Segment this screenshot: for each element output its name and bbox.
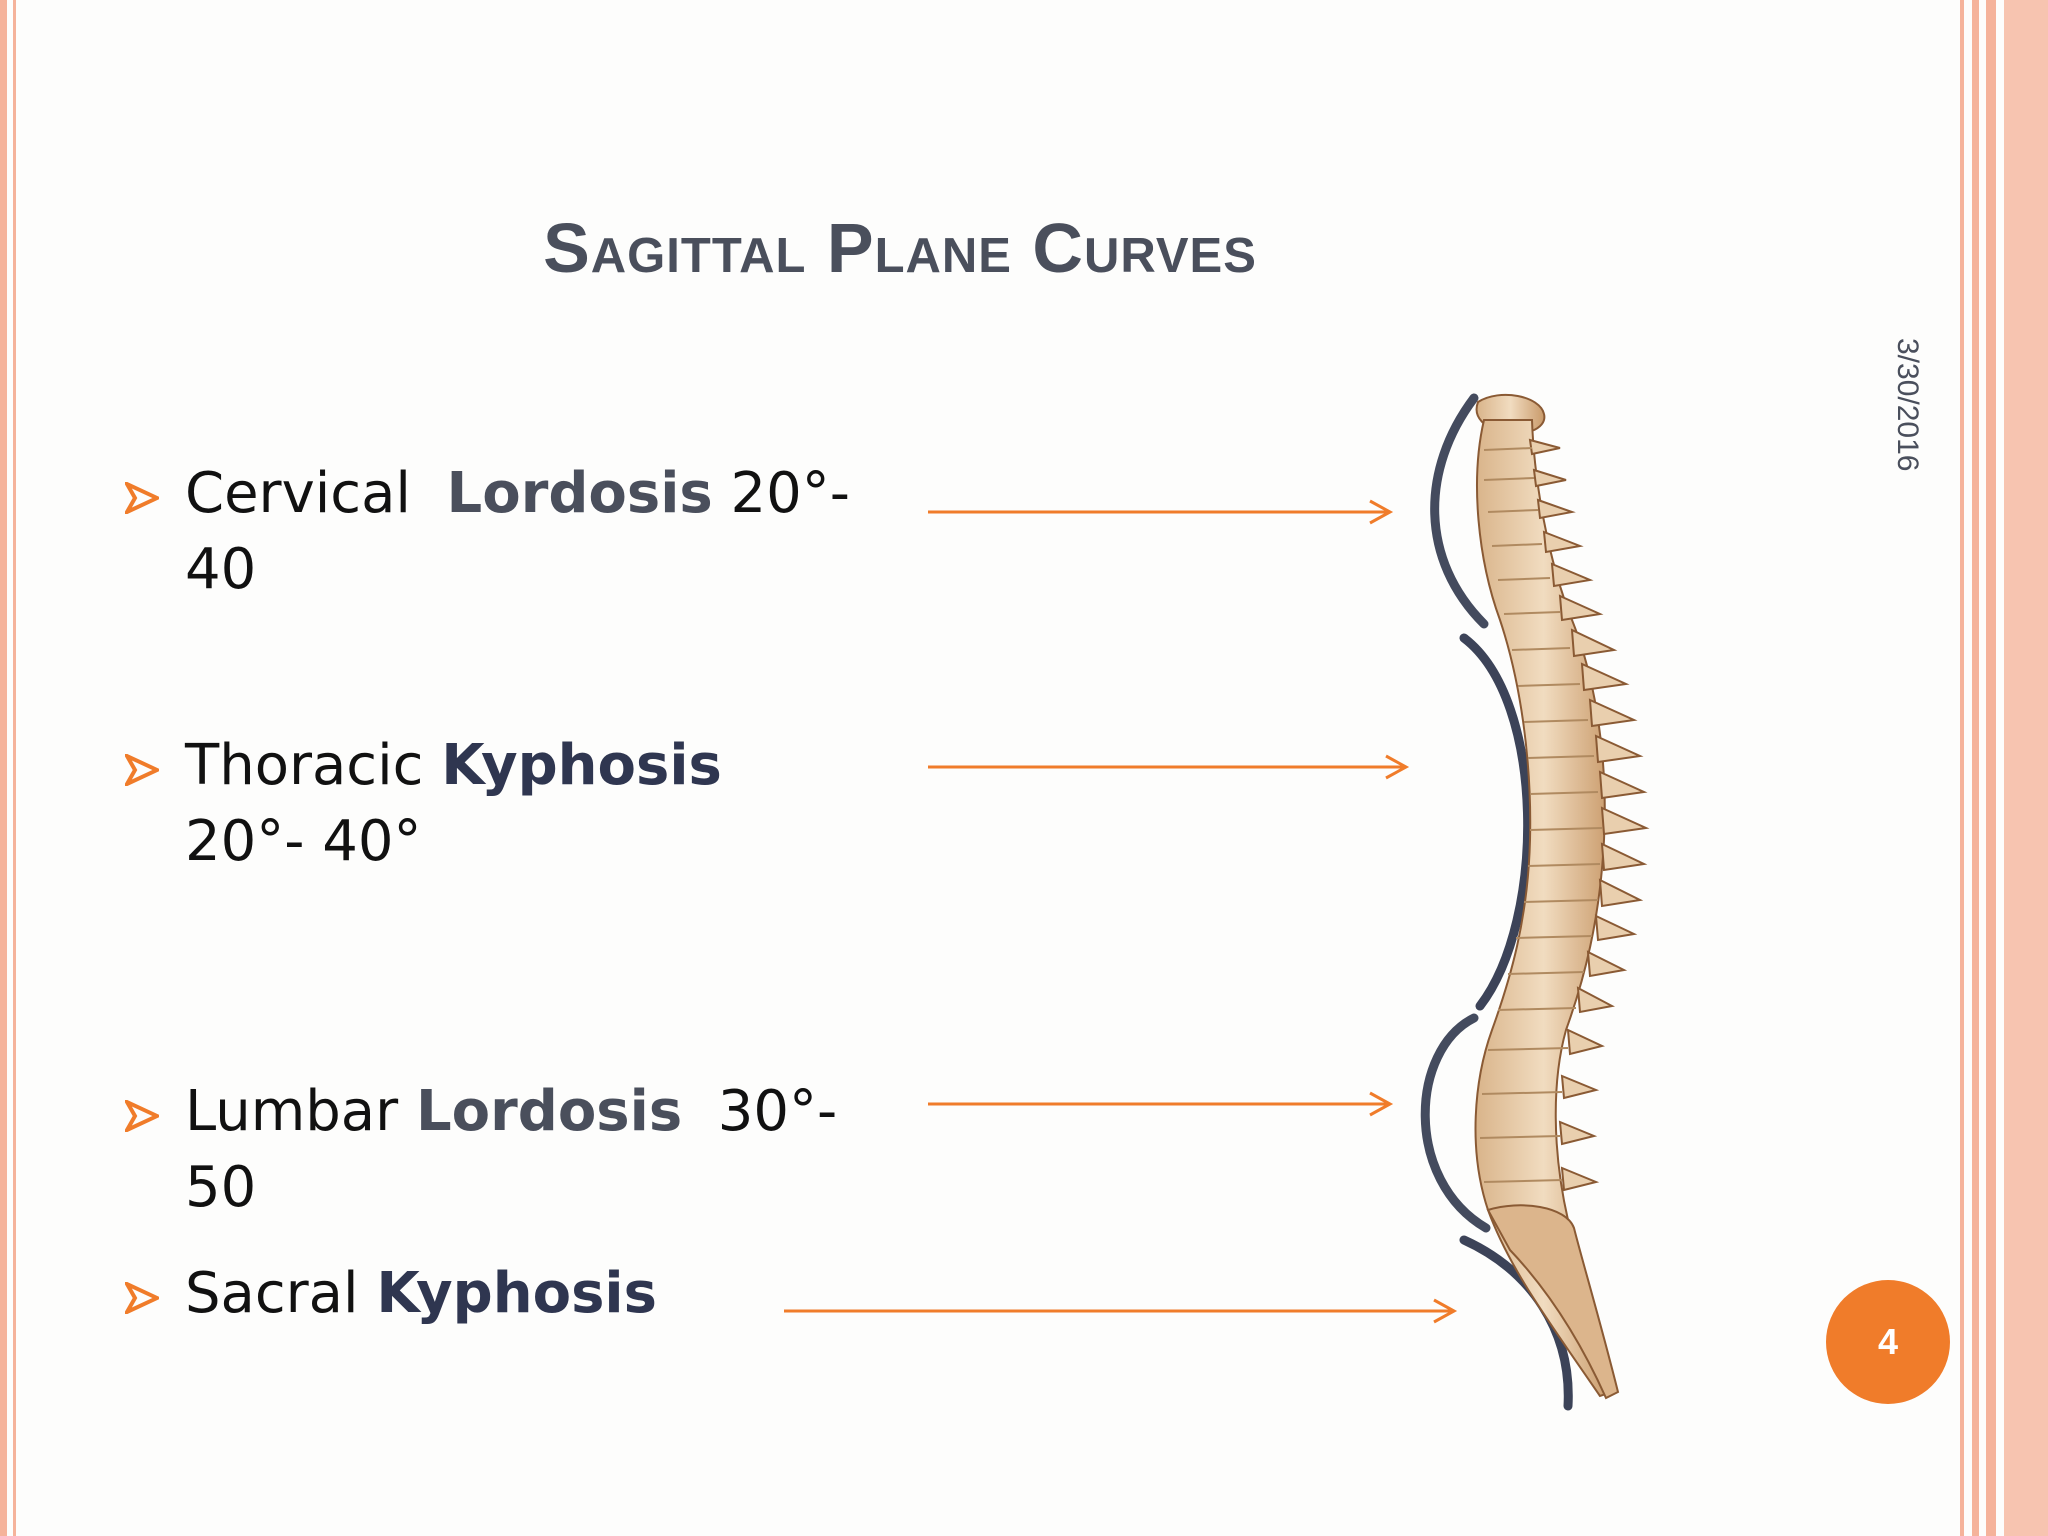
bullet-text: Cervical Lordosis 20°- 40 <box>185 456 925 608</box>
right-border-stripe <box>1960 0 1964 1536</box>
arrowhead-bullet-icon <box>125 482 159 514</box>
spine-illustration <box>1474 393 1650 1400</box>
right-border-stripe <box>1986 0 1996 1536</box>
bullet-prefix: Thoracic <box>185 733 442 798</box>
bullet-term: Kyphosis <box>376 1261 657 1326</box>
pointer-arrow-sacral <box>784 1298 1458 1324</box>
right-border-stripe <box>1972 0 1979 1536</box>
arrowhead-bullet-icon <box>125 1282 159 1314</box>
bullet-item-cervical: Cervical Lordosis 20°- 40 <box>125 456 925 608</box>
left-border-stripe <box>13 0 16 1536</box>
bracket-sacral <box>1459 1235 1573 1411</box>
bullet-term: Lordosis <box>446 461 713 526</box>
bullet-suffix: 20°- 40° <box>185 733 758 874</box>
arrowhead-bullet-icon <box>125 1100 159 1132</box>
bullet-text: Sacral Kyphosis <box>185 1256 825 1332</box>
right-border-stripe <box>2004 0 2048 1536</box>
bracket-lumbar <box>1420 1013 1491 1233</box>
pointer-arrow-thoracic <box>928 754 1410 780</box>
bullet-item-lumbar: Lumbar Lordosis 30°- 50 <box>125 1074 925 1226</box>
pointer-arrow-cervical <box>928 499 1394 525</box>
bullet-suffix: 30°- 50 <box>185 1079 856 1220</box>
bullet-prefix: Sacral <box>185 1261 377 1326</box>
bullet-text: Lumbar Lordosis 30°- 50 <box>185 1074 925 1226</box>
pointer-arrow-lumbar <box>928 1091 1394 1117</box>
bullet-item-thoracic: Thoracic Kyphosis 20°- 40° <box>125 728 885 880</box>
bullet-item-sacral: Sacral Kyphosis <box>125 1256 825 1332</box>
bullet-term: Kyphosis <box>441 733 722 798</box>
page-number-badge: 4 <box>1826 1280 1950 1404</box>
bracket-thoracic <box>1459 633 1533 1011</box>
bullet-prefix: Lumbar <box>185 1079 416 1144</box>
bullet-term: Lordosis <box>415 1079 683 1144</box>
bracket-cervical <box>1430 393 1489 629</box>
bullet-text: Thoracic Kyphosis 20°- 40° <box>185 728 825 880</box>
bullet-suffix: 20°- 40 <box>185 461 868 602</box>
left-border-stripe <box>0 0 7 1536</box>
arrowhead-bullet-icon <box>125 754 159 786</box>
slide-date: 3/30/2016 <box>1891 338 1924 472</box>
bullet-prefix: Cervical <box>185 461 447 526</box>
slide-title: Sagittal Plane Curves <box>543 209 1257 287</box>
